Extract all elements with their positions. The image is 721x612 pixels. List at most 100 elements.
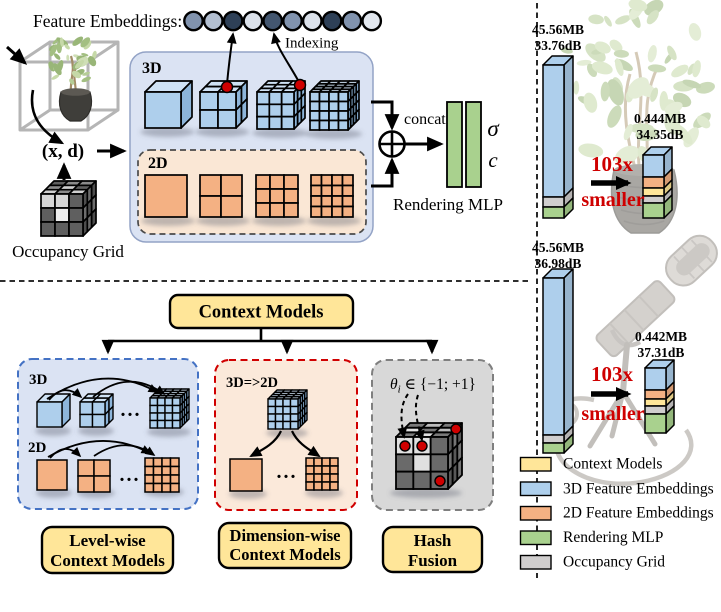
embedding-circle — [301, 10, 323, 32]
sigma-output-label: σ — [487, 116, 500, 141]
compressed-size-bar-2 — [644, 359, 675, 434]
dim-plane — [229, 458, 263, 492]
legend-label: Rendering MLP — [563, 529, 663, 546]
rendering-mlp-label: Rendering MLP — [393, 195, 503, 214]
dim-plane — [305, 457, 339, 491]
indexing-arrow-2 — [271, 32, 300, 83]
context-arc — [92, 380, 166, 398]
cube-shadow — [141, 216, 195, 226]
ratio-word-label: smaller — [581, 189, 644, 211]
dimension-wise-caption-box — [217, 521, 353, 570]
feature-plane-2d-level2 — [199, 174, 243, 218]
legend-swatch-rendering-mlp — [519, 530, 552, 546]
legend-swatch-occupancy-grid — [519, 554, 552, 570]
feature-embeddings-2d-panel — [137, 149, 367, 235]
level-wise-caption-line2: Context Models — [50, 551, 165, 570]
embedding-circle — [202, 10, 224, 32]
hash-fusion-caption-box — [381, 525, 484, 574]
compressed-psnr-label: 37.31dB — [638, 345, 685, 360]
ellipsis-dots: ... — [120, 464, 141, 486]
color-output-label: c — [488, 148, 498, 172]
legend-label: 2D Feature Embeddings — [563, 505, 714, 522]
indexing-label: Indexing — [285, 36, 339, 52]
compressed-size-bar-1 — [642, 146, 673, 219]
embedding-circle — [222, 10, 244, 32]
level-cube — [149, 388, 190, 429]
cube-shadow — [196, 216, 250, 226]
level-3d-label: 3D — [29, 372, 48, 388]
mlp-layer-bar — [446, 101, 463, 188]
context-arc — [48, 388, 83, 401]
feature-plane-2d-level4 — [310, 174, 354, 218]
embedding-circle — [341, 10, 363, 32]
cube-shadow — [147, 427, 191, 437]
view-ray-arrow — [6, 45, 28, 65]
embedding-circle — [321, 10, 343, 32]
hash-collision-dot — [450, 423, 462, 435]
legend-label: 3D Feature Embeddings — [563, 481, 714, 498]
theta-arrow — [397, 393, 409, 439]
cube-shadow — [35, 426, 71, 436]
cube-shadow — [307, 216, 361, 226]
ratio-label: 103x — [591, 152, 634, 176]
hash-fusion-caption-line2: Fusion — [408, 551, 458, 570]
theta-formula: θi ∈ {−1; +1} — [390, 376, 476, 396]
level-wise-caption-box — [40, 525, 175, 575]
hash-collision-dot — [434, 475, 446, 487]
feature-plane-2d-level1 — [144, 174, 188, 218]
theta-arrow — [414, 394, 425, 442]
concat-plus-cross — [379, 131, 405, 157]
context-models-title: Context Models — [199, 303, 324, 323]
dim-arrow-left — [249, 430, 282, 457]
hash-fusion-caption-line1: Hash — [414, 531, 452, 550]
orig-psnr-label: 33.76dB — [535, 38, 582, 53]
query-dot — [293, 78, 307, 92]
context-arc — [93, 444, 156, 457]
embedding-circle — [262, 10, 284, 32]
embedding-circle — [282, 10, 303, 32]
context-arc — [46, 377, 159, 400]
cube-shadow — [140, 127, 195, 137]
dimension-wise-caption-line2: Context Models — [229, 545, 341, 564]
dim-cube-3d — [267, 389, 308, 430]
level-plane — [36, 459, 68, 491]
feature-cube-3d-level4 — [309, 80, 360, 131]
concat-input-3d-arrow — [371, 100, 400, 131]
legend-swatch-3d-embeddings — [519, 481, 552, 497]
level-cube — [79, 393, 114, 428]
level-cube — [36, 393, 71, 428]
original-size-bar-1 — [542, 55, 574, 219]
hash-collision-dot — [399, 440, 411, 452]
orig-size-label: 45.56MB — [532, 22, 584, 37]
feature-cube-3d-level1 — [144, 80, 193, 129]
embedding-circle — [242, 10, 264, 32]
mlp-layer-bar — [465, 101, 482, 188]
ratio-word-label: smaller — [581, 403, 644, 425]
cube-shadow — [252, 128, 308, 138]
original-size-bar-2 — [542, 268, 574, 454]
embedding-circle — [183, 10, 204, 32]
cube-shadow — [266, 428, 308, 438]
cube-shadow — [390, 488, 462, 498]
ellipsis-dots: ... — [277, 461, 298, 483]
level-plane — [77, 459, 111, 493]
cube-shadow — [305, 129, 363, 139]
query-dot — [220, 80, 234, 94]
generated-graphics-layer — [35, 10, 675, 499]
orig-size-label: 45.56MB — [532, 240, 584, 255]
hash-collision-dot — [416, 440, 428, 452]
compressed-psnr-label: 34.35dB — [637, 127, 684, 142]
dim-arrow-right — [291, 430, 321, 458]
feature-plane-2d-level3 — [255, 174, 299, 218]
concat-label: concat — [404, 111, 446, 128]
legend-label: Occupancy Grid — [563, 554, 665, 571]
dimension-label: 3D=>2D — [226, 375, 278, 391]
legend-swatch-context-models — [519, 456, 552, 472]
embedding-circle — [361, 10, 383, 32]
legend-label: Context Models — [563, 456, 662, 473]
dimension-wise-caption-line1: Dimension-wise — [230, 526, 341, 545]
grid-3d-label: 3D — [142, 60, 162, 77]
level-wise-caption-line1: Level-wise — [69, 531, 146, 550]
